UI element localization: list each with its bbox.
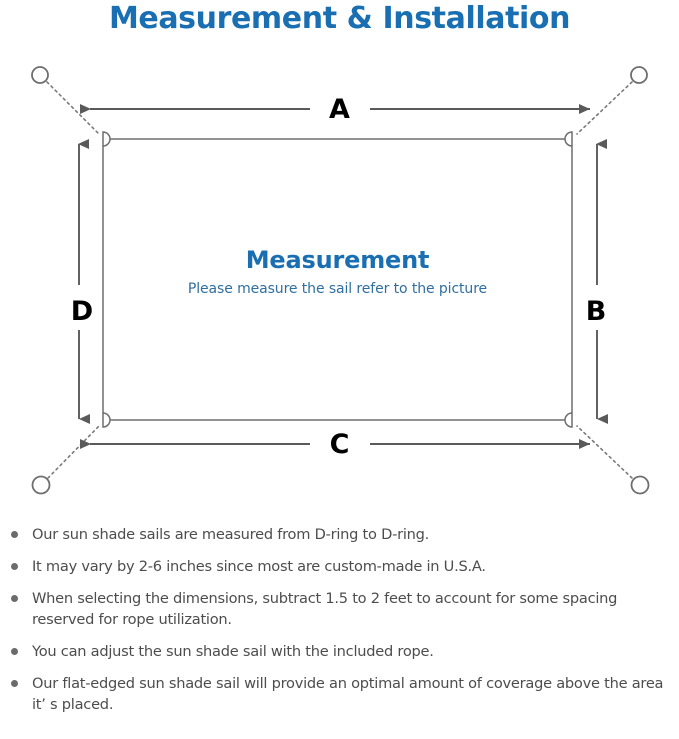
anchor-bottom-left-icon [31, 475, 51, 495]
dimension-label-d: D [70, 296, 94, 327]
diagram-canvas [31, 66, 650, 495]
list-item: It may vary by 2-6 inches since most are… [0, 556, 679, 577]
anchor-top-left-icon [31, 66, 49, 84]
anchor-points [31, 66, 650, 495]
rope-lines [46, 81, 633, 479]
d-ring-bottom-right-icon [564, 412, 573, 428]
rope-bottom-right [576, 425, 633, 479]
rope-top-left [46, 81, 100, 135]
list-item: Our sun shade sails are measured from D-… [0, 524, 679, 545]
bullet-icon [11, 680, 18, 687]
bullet-icon [11, 563, 18, 570]
bullet-icon [11, 648, 18, 655]
note-text: It may vary by 2-6 inches since most are… [32, 558, 486, 575]
note-text: Our flat-edged sun shade sail will provi… [32, 675, 664, 713]
page-title: Measurement & Installation [108, 1, 571, 36]
dimension-label-c: C [329, 429, 350, 460]
rope-bottom-left [47, 425, 100, 479]
rope-top-right [576, 81, 633, 135]
list-item: Our flat-edged sun shade sail will provi… [0, 673, 679, 715]
dimension-label-a: A [329, 94, 350, 125]
d-ring-top-right-icon [564, 131, 573, 147]
list-item: You can adjust the sun shade sail with t… [0, 641, 679, 662]
d-ring-bottom-left-icon [102, 412, 111, 428]
note-text: When selecting the dimensions, subtract … [32, 590, 618, 628]
notes-list: Our sun shade sails are measured from D-… [0, 524, 679, 726]
note-text: You can adjust the sun shade sail with t… [32, 643, 434, 660]
dimension-arrows [78, 104, 608, 449]
sail-caption: Measurement Please measure the sail refe… [103, 245, 572, 300]
sail-caption-title: Measurement [245, 246, 430, 274]
sail-body [102, 138, 573, 421]
d-ring-top-left-icon [102, 131, 111, 147]
measurement-diagram: A B C D Measurement Please measure the s… [0, 45, 679, 515]
note-text: Our sun shade sails are measured from D-… [32, 526, 430, 543]
list-item: When selecting the dimensions, subtract … [0, 588, 679, 630]
anchor-top-right-icon [630, 66, 648, 84]
anchor-bottom-right-icon [630, 475, 650, 495]
sail-caption-subtitle: Please measure the sail refer to the pic… [187, 281, 488, 297]
bullet-icon [11, 595, 18, 602]
d-rings [102, 131, 573, 428]
dimension-label-b: B [585, 296, 607, 327]
bullet-icon [11, 531, 18, 538]
